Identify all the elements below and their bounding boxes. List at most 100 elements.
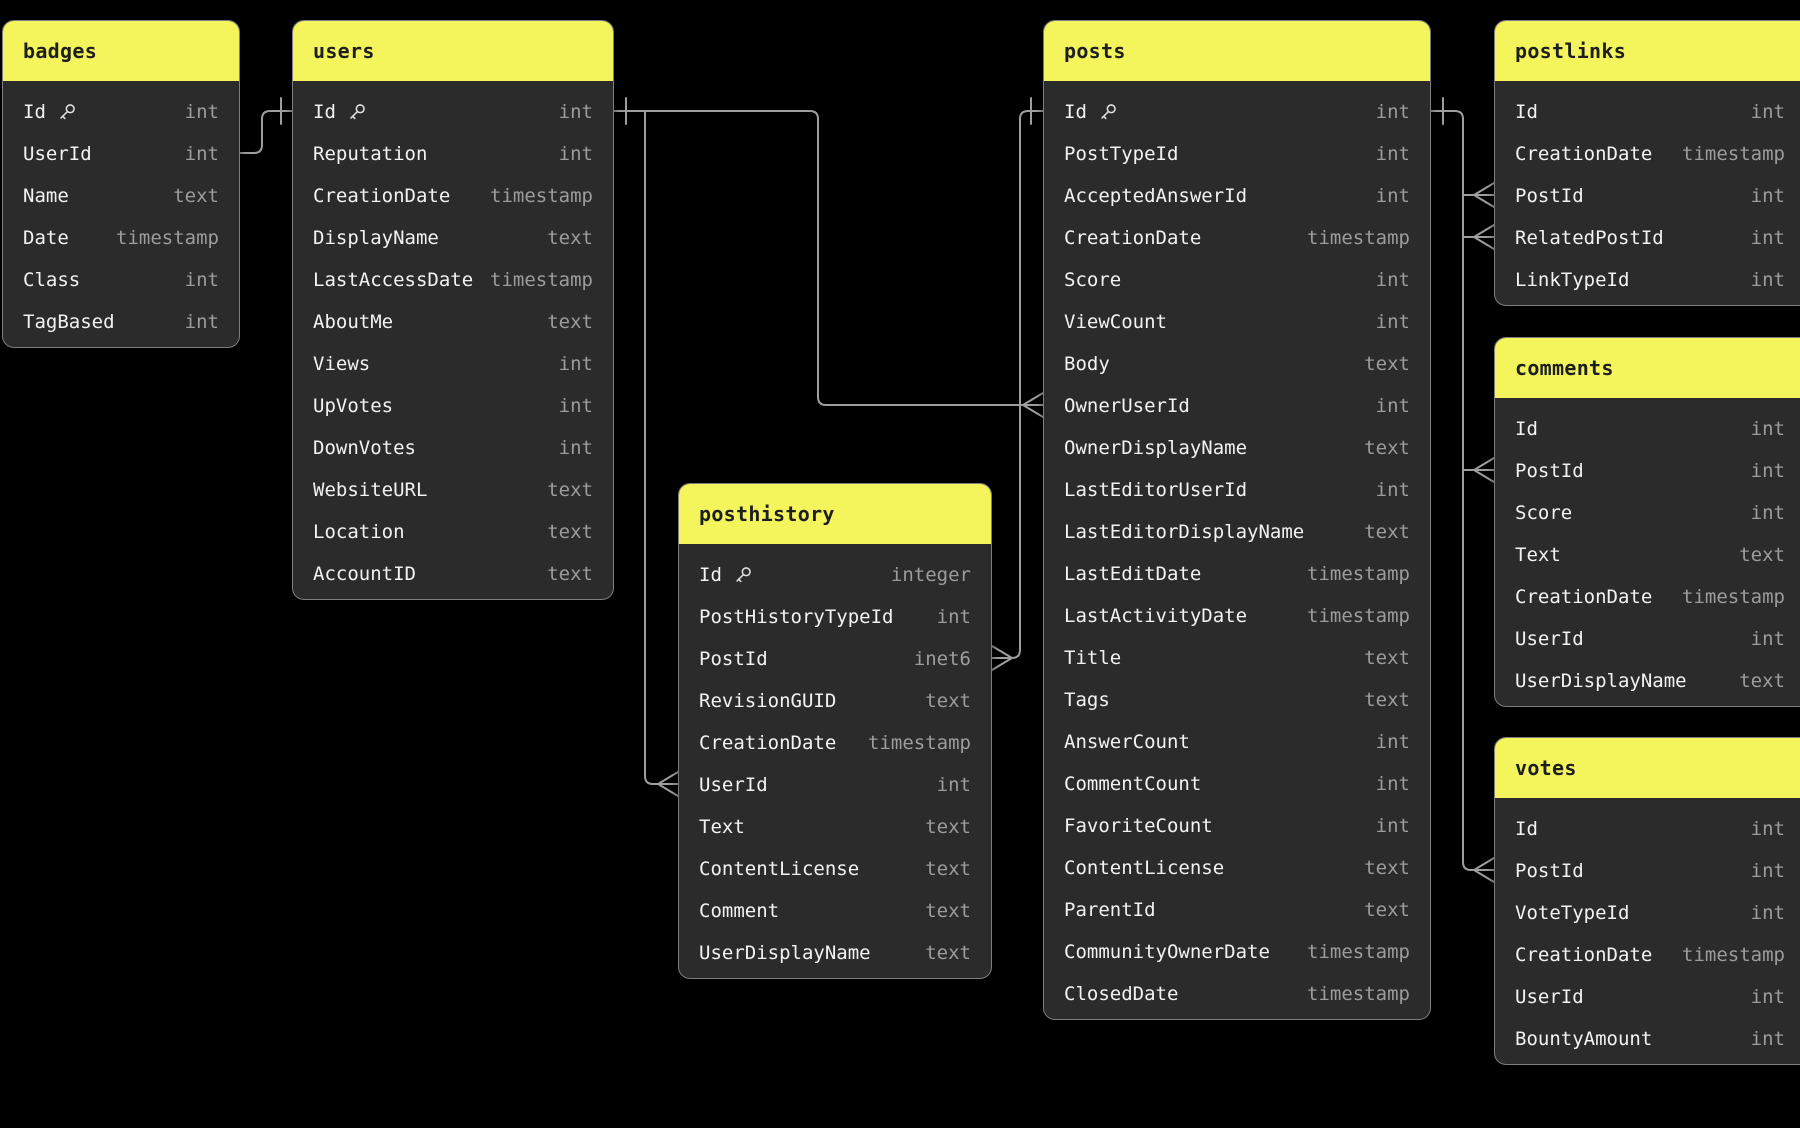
column-name: Id: [1515, 418, 1538, 440]
column-type: timestamp: [490, 269, 593, 291]
table-header[interactable]: posts: [1044, 21, 1430, 81]
column-name: Tags: [1064, 689, 1110, 711]
column-name: CommunityOwnerDate: [1064, 941, 1270, 963]
column-type: int: [1750, 986, 1785, 1008]
table-title: posts: [1064, 39, 1126, 63]
column-type: text: [1739, 670, 1785, 692]
column-name: Text: [699, 816, 745, 838]
column-type: timestamp: [1682, 944, 1785, 966]
column-name: PostId: [1515, 185, 1584, 207]
column-type: int: [558, 437, 593, 459]
column-type: text: [925, 942, 971, 964]
column-type: timestamp: [490, 185, 593, 207]
column-row: DownVotes int: [293, 427, 613, 469]
table-header[interactable]: users: [293, 21, 613, 81]
column-name: Id: [23, 101, 46, 123]
column-name: Text: [1515, 544, 1561, 566]
column-type: text: [1364, 437, 1410, 459]
column-name: DownVotes: [313, 437, 416, 459]
column-type: int: [1750, 902, 1785, 924]
column-type: int: [1375, 311, 1410, 333]
column-name: ContentLicense: [699, 858, 860, 880]
column-name: CreationDate: [1515, 143, 1653, 165]
column-name: BountyAmount: [1515, 1028, 1653, 1050]
column-type: int: [1750, 101, 1785, 123]
column-name: VoteTypeId: [1515, 902, 1630, 924]
table-header[interactable]: posthistory: [679, 484, 991, 544]
column-name: OwnerUserId: [1064, 395, 1190, 417]
column-type: timestamp: [1307, 941, 1410, 963]
column-row: CreationDate timestamp: [293, 175, 613, 217]
column-type: text: [925, 858, 971, 880]
column-name: UserId: [23, 143, 92, 165]
table-header[interactable]: badges: [3, 21, 239, 81]
column-name: AnswerCount: [1064, 731, 1190, 753]
column-type: int: [1375, 395, 1410, 417]
column-name: LastActivityDate: [1064, 605, 1248, 627]
column-name: LastEditorUserId: [1064, 479, 1248, 501]
column-type: int: [1750, 860, 1785, 882]
column-type: int: [1750, 628, 1785, 650]
relationship-users-id-to-posthistory-userid: [644, 110, 679, 785]
column-name: ContentLicense: [1064, 857, 1225, 879]
column-type: int: [1750, 227, 1785, 249]
column-type: text: [547, 311, 593, 333]
column-name: CreationDate: [313, 185, 451, 207]
table-header[interactable]: comments: [1495, 338, 1800, 398]
column-type: text: [547, 479, 593, 501]
column-name: Id: [1515, 101, 1538, 123]
column-type: int: [1750, 460, 1785, 482]
column-type: timestamp: [116, 227, 219, 249]
column-type: timestamp: [1682, 586, 1785, 608]
column-type: text: [547, 227, 593, 249]
column-type: int: [558, 353, 593, 375]
column-row: Id int: [1495, 91, 1800, 133]
table-header[interactable]: postlinks: [1495, 21, 1800, 81]
table-header[interactable]: votes: [1495, 738, 1800, 798]
column-type: text: [1364, 899, 1410, 921]
column-type: text: [925, 900, 971, 922]
column-type: text: [547, 563, 593, 585]
column-name: PostTypeId: [1064, 143, 1179, 165]
column-type: text: [1364, 521, 1410, 543]
many-marker-posts-id-to-posthistory-postid: [991, 645, 1013, 671]
